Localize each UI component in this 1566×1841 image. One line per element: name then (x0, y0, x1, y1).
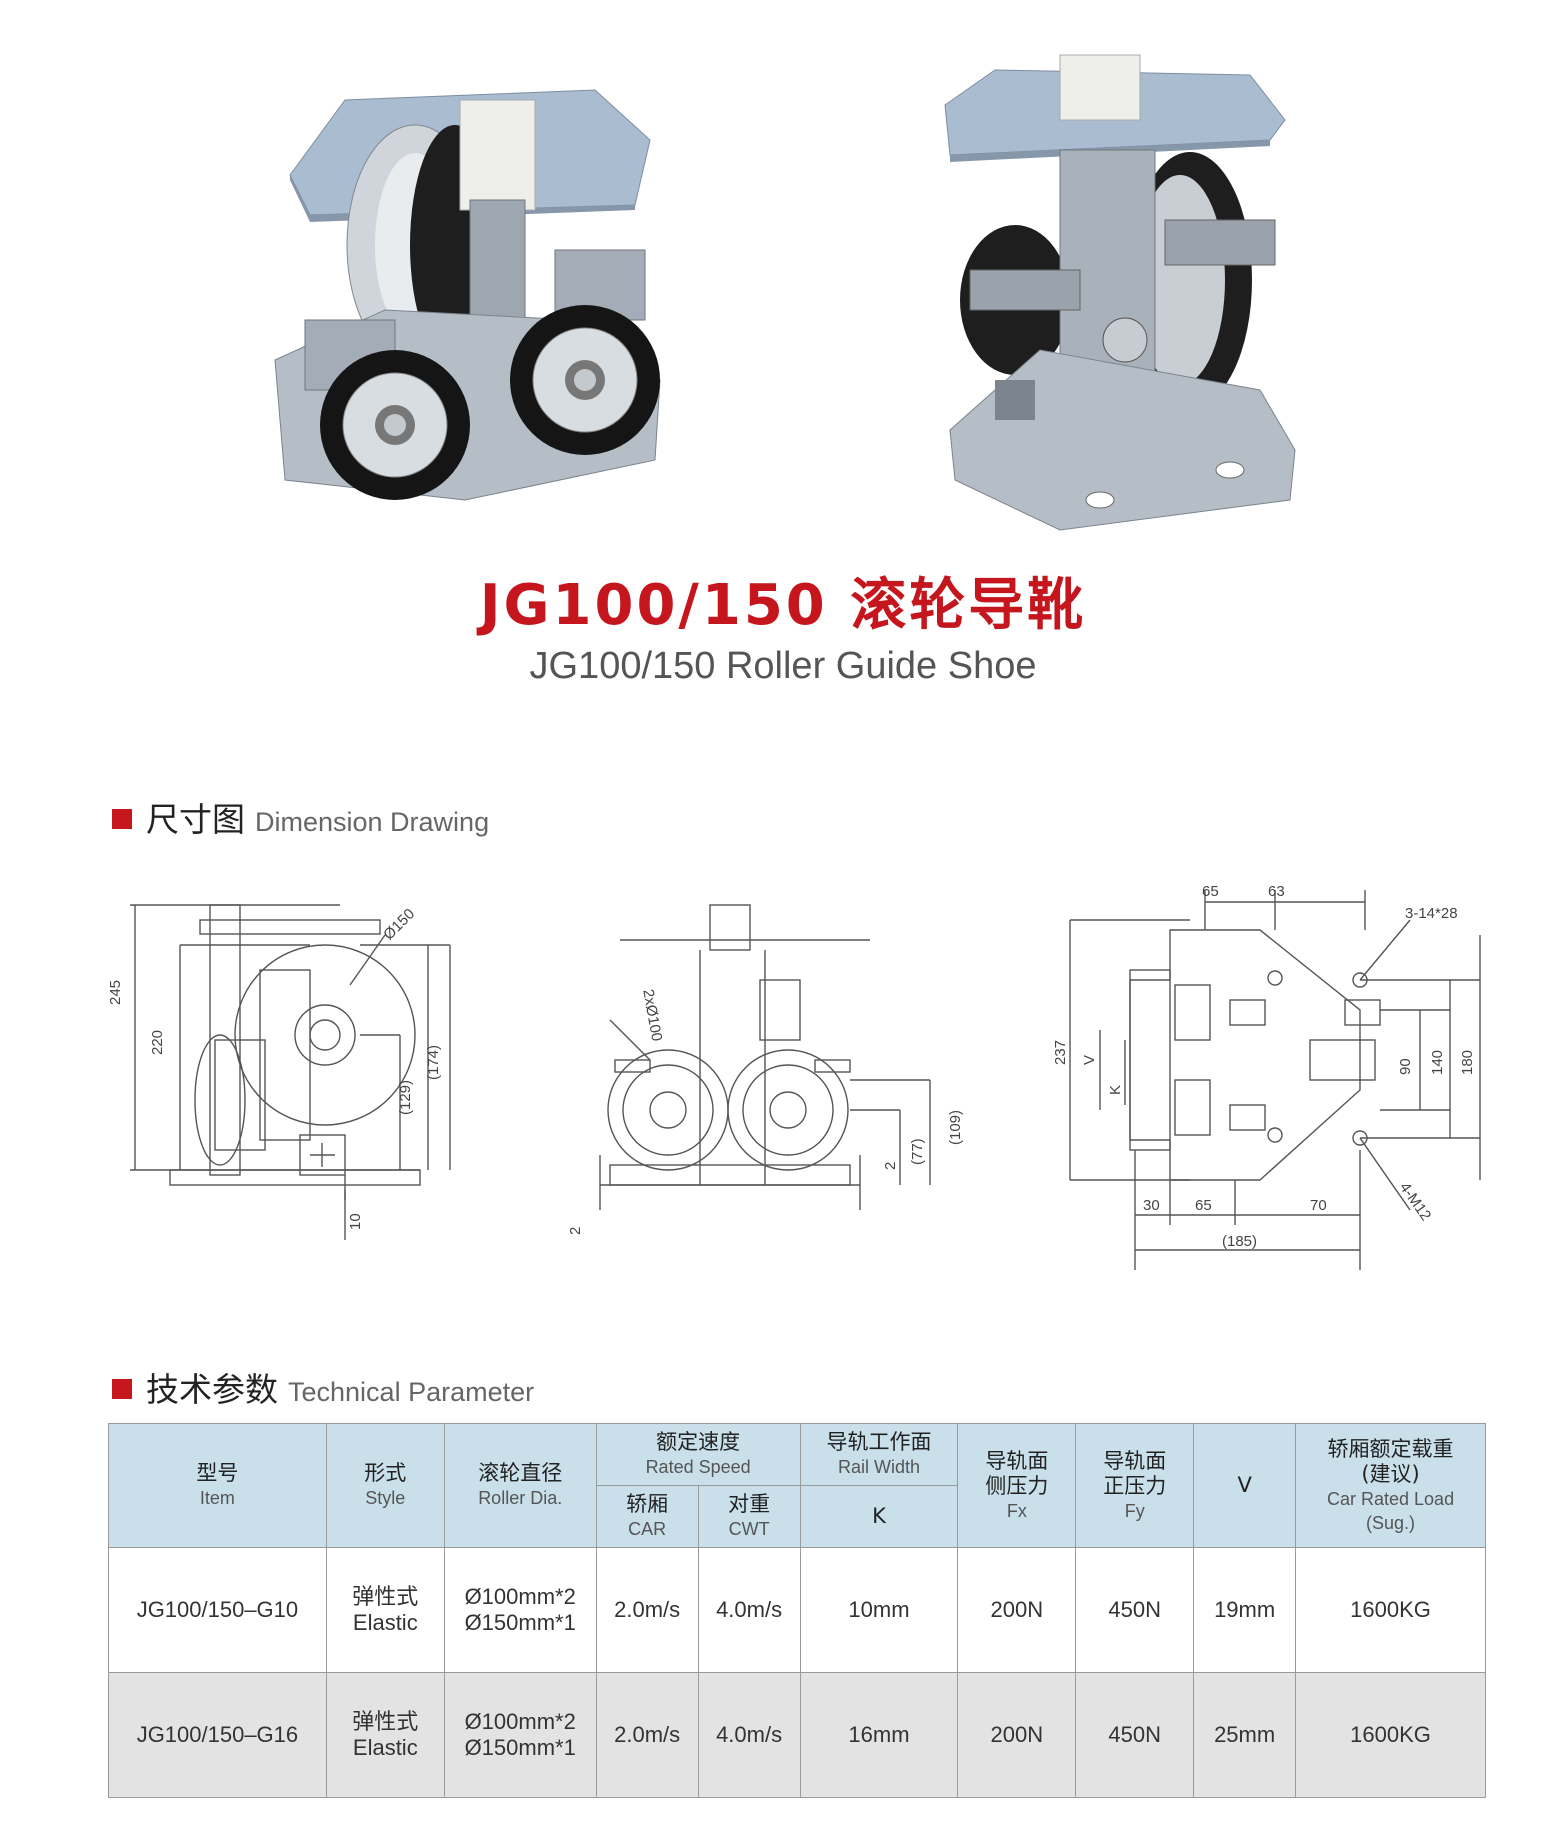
red-square-icon (112, 809, 132, 829)
dim-30: 30 (1143, 1197, 1160, 1214)
dim-2xdia100: 2xØ100 (639, 988, 665, 1043)
dim-v: V (1081, 1055, 1098, 1065)
cell-fy: 450N (1075, 1547, 1195, 1673)
cell-fx: 200N (957, 1547, 1077, 1673)
dim-140: 140 (1429, 1050, 1446, 1075)
dim-109: (109) (947, 1110, 964, 1145)
dimension-drawing-front: 2xØ100 2 2 (77) (109) (567, 904, 964, 1235)
dim-bolts: 4-M12 (1396, 1179, 1434, 1224)
dim-70: 70 (1310, 1197, 1327, 1214)
cell-fx: 200N (957, 1672, 1077, 1798)
section-title-cn: 尺寸图 (146, 800, 245, 839)
dim-90: 90 (1397, 1058, 1414, 1075)
dim-k: K (1107, 1085, 1124, 1095)
header-v: V (1193, 1423, 1297, 1548)
cell-k: 16mm (799, 1672, 959, 1798)
dim-2-bottom: 2 (567, 1227, 584, 1235)
dim-65-bottom: 65 (1195, 1197, 1212, 1214)
cell-car: 2.0m/s (595, 1547, 699, 1673)
section-title-en: Dimension Drawing (255, 807, 490, 837)
dim-65-top: 65 (1202, 883, 1219, 900)
product-title-en: JG100/150 Roller Guide Shoe (529, 645, 1037, 687)
cell-item: JG100/150–G16 (108, 1672, 327, 1798)
product-title-cn: JG100/150 滚轮导靴 (479, 573, 1087, 638)
cell-car: 2.0m/s (595, 1672, 699, 1798)
dim-10: 10 (347, 1213, 364, 1230)
product-photo-front (274, 89, 661, 501)
dimension-drawing-side: 245 220 (129) (174) 10 Ø150 (107, 904, 451, 1240)
cell-v: 19mm (1193, 1547, 1297, 1673)
cell-k: 10mm (799, 1547, 959, 1673)
dim-180: 180 (1459, 1050, 1476, 1075)
product-photo-side (944, 54, 1296, 531)
section-title-cn: 技术参数 (146, 1370, 278, 1409)
cell-item: JG100/150–G10 (108, 1547, 327, 1673)
dim-129: (129) (397, 1080, 414, 1115)
dim-185: (185) (1222, 1233, 1257, 1250)
section-title-en: Technical Parameter (288, 1377, 535, 1407)
cell-load: 1600KG (1295, 1547, 1486, 1673)
dimension-drawing-top: 65 63 3-14*28 237 V K 90 140 180 30 65 7… (1052, 883, 1481, 1270)
dim-174: (174) (425, 1045, 442, 1080)
dim-2-right: 2 (882, 1162, 899, 1170)
dim-63: 63 (1268, 883, 1285, 900)
cell-load: 1600KG (1295, 1672, 1486, 1798)
dim-220: 220 (149, 1030, 166, 1055)
cell-cwt: 4.0m/s (697, 1672, 801, 1798)
header-car-rated-load: 轿厢额定载重(建议)Car Rated Load(Sug.) (1295, 1423, 1486, 1548)
cell-fy: 450N (1075, 1672, 1195, 1798)
red-square-icon (112, 1379, 132, 1399)
dim-dia150: Ø150 (380, 905, 418, 943)
dim-holes: 3-14*28 (1405, 905, 1458, 922)
dim-245: 245 (107, 980, 124, 1005)
dim-237: 237 (1052, 1040, 1069, 1065)
dimension-section-heading: 尺寸图 Dimension Drawing (112, 793, 489, 841)
cell-cwt: 4.0m/s (697, 1547, 801, 1673)
technical-section-heading: 技术参数 Technical Parameter (112, 1363, 534, 1411)
header-k: K (799, 1485, 959, 1548)
cell-v: 25mm (1193, 1672, 1297, 1798)
dim-77: (77) (909, 1138, 926, 1165)
